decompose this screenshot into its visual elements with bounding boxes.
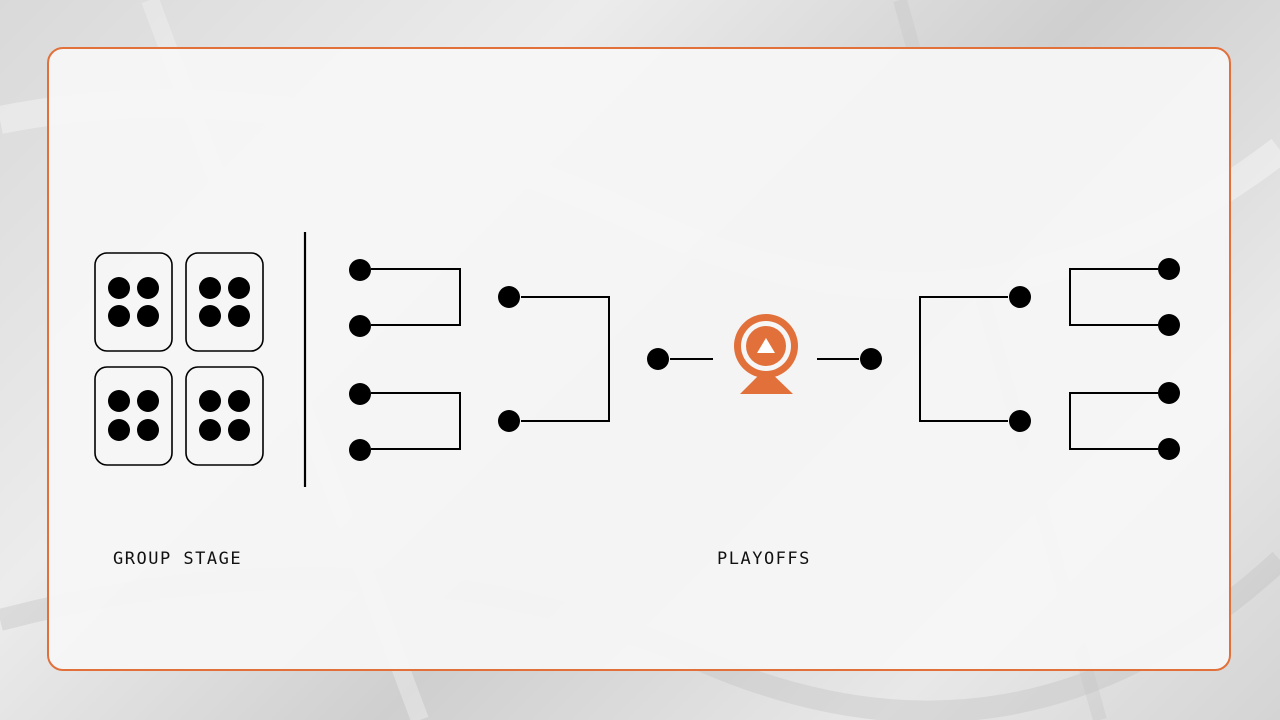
bracket-line bbox=[1069, 392, 1158, 450]
group-box bbox=[94, 366, 173, 466]
team-dot bbox=[137, 390, 159, 412]
right-bracket bbox=[817, 268, 1158, 450]
playoffs-label: PLAYOFFS bbox=[717, 549, 811, 569]
team-dot bbox=[137, 419, 159, 441]
left-bracket bbox=[371, 268, 713, 450]
team-dot bbox=[349, 259, 371, 281]
team-dot bbox=[199, 305, 221, 327]
bracket-line bbox=[371, 392, 461, 450]
team-dot bbox=[498, 410, 520, 432]
team-dot bbox=[228, 277, 250, 299]
team-dot bbox=[498, 286, 520, 308]
group-box bbox=[185, 252, 264, 352]
team-dot bbox=[108, 390, 130, 412]
team-dot bbox=[108, 305, 130, 327]
team-dot bbox=[108, 277, 130, 299]
team-dot bbox=[349, 383, 371, 405]
group-stage-groups bbox=[94, 252, 264, 466]
bracket-line bbox=[919, 296, 1008, 422]
group-box bbox=[185, 366, 264, 466]
team-dot bbox=[349, 315, 371, 337]
right-bracket-dots bbox=[860, 258, 1180, 460]
bracket-line bbox=[1069, 268, 1158, 326]
left-bracket-dots bbox=[349, 259, 669, 461]
group-box bbox=[94, 252, 173, 352]
format-card bbox=[47, 47, 1231, 671]
team-dot bbox=[228, 390, 250, 412]
team-dot bbox=[1158, 258, 1180, 280]
bracket-line bbox=[371, 268, 461, 326]
team-dot bbox=[108, 419, 130, 441]
team-dot bbox=[349, 439, 371, 461]
team-dot bbox=[199, 277, 221, 299]
team-dot bbox=[137, 305, 159, 327]
finalist-dot bbox=[647, 348, 669, 370]
trophy-icon bbox=[734, 314, 798, 394]
team-dot bbox=[1009, 286, 1031, 308]
group-stage-label: GROUP STAGE bbox=[113, 549, 243, 569]
finalist-dot bbox=[860, 348, 882, 370]
team-dot bbox=[199, 390, 221, 412]
team-dot bbox=[228, 419, 250, 441]
team-dot bbox=[1158, 314, 1180, 336]
team-dot bbox=[1158, 438, 1180, 460]
team-dot bbox=[199, 419, 221, 441]
team-dot bbox=[1009, 410, 1031, 432]
team-dot bbox=[1158, 382, 1180, 404]
team-dot bbox=[137, 277, 159, 299]
team-dot bbox=[228, 305, 250, 327]
bracket-line bbox=[521, 296, 610, 422]
